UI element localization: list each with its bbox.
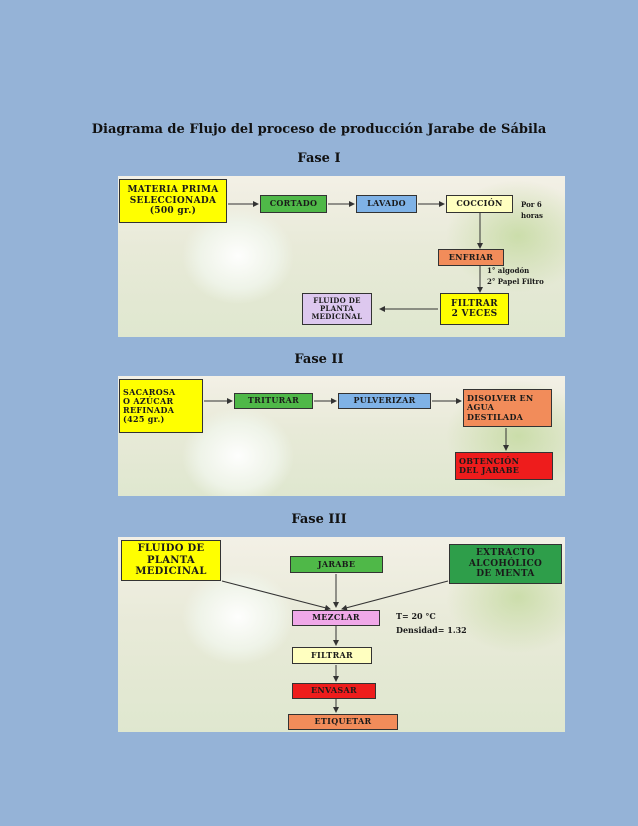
lavado-box: LAVADO [356, 195, 417, 213]
fase-3-panel: FLUIDO DE PLANTA MEDICINAL JARABE EXTRAC… [118, 537, 565, 732]
fluido-planta-box: FLUIDO DE PLANTA MEDICINAL [121, 540, 221, 581]
fase-3-arrows [221, 574, 449, 713]
enfriar-box: ENFRIAR [438, 249, 504, 266]
filtro-notes: 1° algodón 2° Papel Filtro [487, 266, 544, 286]
obtencion-jarabe-box: OBTENCIÓN DEL JARABE [455, 452, 553, 480]
diagram-heading: Diagrama de Flujo del proceso de producc… [91, 122, 547, 137]
fase-3-title: Fase III [291, 512, 347, 527]
cortado-box: CORTADO [260, 195, 327, 213]
pulverizar-box: PULVERIZAR [338, 393, 431, 409]
fase-2-arrows [204, 398, 509, 451]
coccion-duration-note: Por 6 horas [521, 200, 543, 220]
jarabe-box: JARABE [290, 556, 383, 573]
fase-2-panel: SACAROSA O AZÚCAR REFINADA (425 gr.) TRI… [118, 376, 565, 496]
disolver-box: DISOLVER EN AGUA DESTILADA [463, 389, 552, 427]
mezclar-box: MEZCLAR [292, 610, 380, 626]
etiquetar-box: ETIQUETAR [288, 714, 398, 730]
triturar-box: TRITURAR [234, 393, 313, 409]
sacarosa-box: SACAROSA O AZÚCAR REFINADA (425 gr.) [119, 379, 203, 433]
extracto-menta-box: EXTRACTO ALCOHÓLICO DE MENTA [449, 544, 562, 584]
fase-1-panel: MATERIA PRIMA SELECCIONADA (500 gr.) COR… [118, 176, 565, 337]
fluido-planta-box: FLUIDO DE PLANTA MEDICINAL [302, 293, 372, 325]
fase-1-title: Fase I [297, 151, 341, 166]
envasar-box: ENVASAR [292, 683, 376, 699]
filtrar-box: FILTRAR 2 VECES [440, 293, 509, 325]
fase-1-arrows [228, 201, 483, 312]
fase-2-title: Fase II [294, 352, 344, 367]
materia-prima-box: MATERIA PRIMA SELECCIONADA (500 gr.) [119, 179, 227, 223]
coccion-box: COCCIÓN [446, 195, 513, 213]
mezclar-notes: T= 20 °C Densidad= 1.32 [396, 611, 467, 635]
filtrar-box: FILTRAR [292, 647, 372, 664]
